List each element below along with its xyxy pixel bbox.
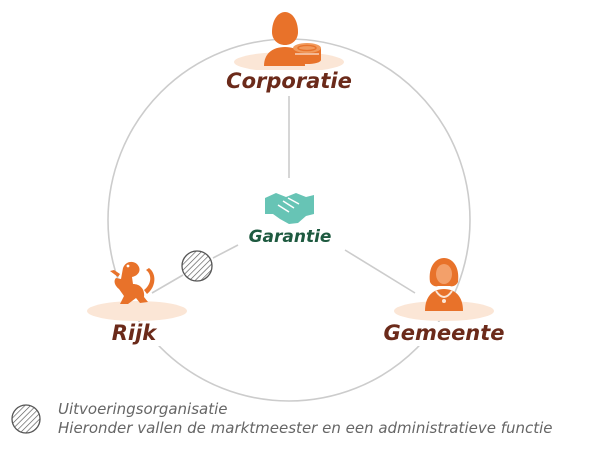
connector-rijk-upper [212,244,239,259]
corporatie-label: Corporatie [226,69,352,93]
hatched-circle-icon [11,404,41,434]
lion-icon [110,261,155,304]
uitvoeringsorganisatie-marker [181,250,213,282]
legend-description: Hieronder vallen de marktmeester en een … [58,419,553,437]
corporatie-label-bg [228,70,350,94]
woman-with-necklace-icon [425,258,463,311]
rijk-label: Rijk [111,321,157,345]
connector-gemeente [344,249,416,294]
gemeente-label: Gemeente [383,321,505,345]
rijk-label-bg [98,322,170,346]
person-with-coins-icon [264,12,321,66]
garantie-label: Garantie [248,227,332,247]
gemeente-label-bg [388,322,500,346]
handshake-icon [265,193,314,224]
legend-title: Uitvoeringsorganisatie [58,400,228,418]
rijk-base [87,301,187,321]
connector-rijk-lower [151,274,184,294]
legend: Uitvoeringsorganisatie Hieronder vallen … [58,400,553,438]
